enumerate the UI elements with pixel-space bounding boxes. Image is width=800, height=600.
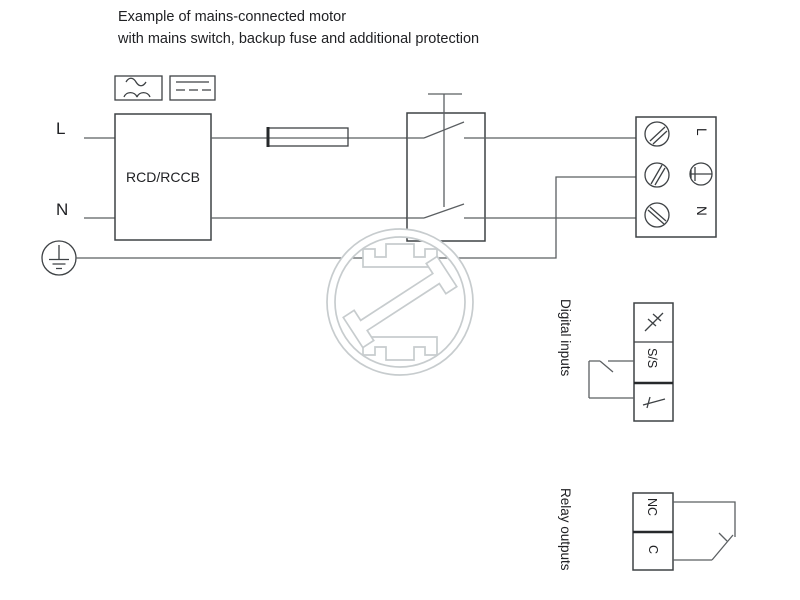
digital-signal-icon <box>644 312 664 332</box>
screw-terminal-n-icon <box>644 202 670 228</box>
rcd-label: RCD/RCCB <box>126 169 200 185</box>
diagram-lines <box>41 75 736 571</box>
earth-wire <box>76 176 636 259</box>
protective-earth-circle-icon <box>41 240 77 276</box>
screw-terminal-earth-icon <box>644 162 670 188</box>
title-line1: Example of mains-connected motor <box>118 9 347 25</box>
relay-outputs-block <box>632 492 674 571</box>
smooth-dc-symbol-icon <box>169 75 216 101</box>
digital-inputs-label: Digital inputs <box>558 299 573 377</box>
supply-l-label: L <box>56 119 66 138</box>
circular-logo-watermark-icon <box>326 228 474 376</box>
terminal-c-label: C <box>646 545 660 555</box>
protective-earth-icon <box>689 162 713 186</box>
terminal-n-label: N <box>694 206 709 216</box>
supply-n-label: N <box>56 200 69 219</box>
ground-icon <box>642 396 666 409</box>
pulsating-dc-symbol-icon <box>114 75 163 101</box>
relay-contact-icon <box>673 501 736 561</box>
terminal-ss-label: S/S <box>645 348 659 369</box>
fuse-icon <box>266 127 349 147</box>
mains-switch-icon <box>406 93 486 242</box>
screw-terminal-l-icon <box>644 121 670 147</box>
rcd-rccb-box <box>114 113 212 241</box>
terminal-nc-label: NC <box>645 498 659 517</box>
external-contact-icon <box>588 360 634 399</box>
title-line2: with mains switch, backup fuse and addit… <box>118 31 480 47</box>
relay-outputs-label: Relay outputs <box>558 488 573 571</box>
mains-terminal-block <box>635 116 717 238</box>
diagram-title: Example of mains-connected motor with mai… <box>118 6 479 50</box>
terminal-l-label: L <box>694 128 709 136</box>
digital-inputs-block <box>633 302 674 422</box>
